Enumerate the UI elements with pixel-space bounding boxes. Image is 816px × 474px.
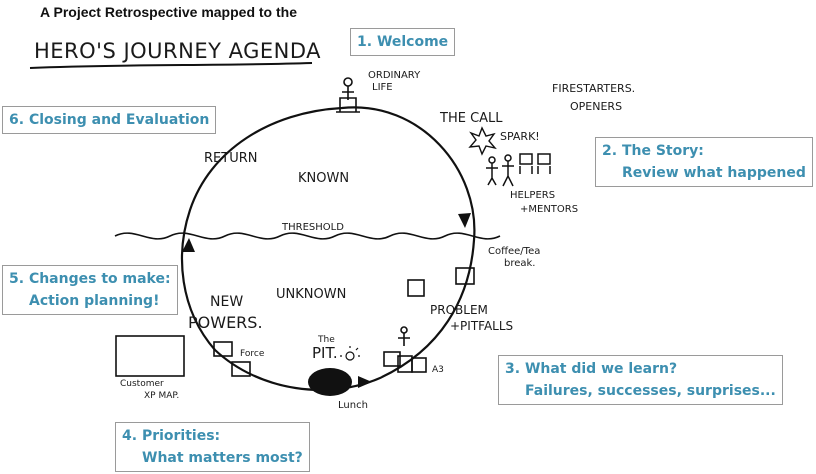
arrow-left (182, 238, 195, 252)
agenda-number: 4. (122, 428, 138, 444)
pit-sun-icon (340, 346, 360, 361)
unknown-label: UNKNOWN (276, 287, 346, 302)
the-label: The (317, 335, 335, 345)
arrow-pit (358, 376, 372, 388)
agenda-number: 3. (505, 361, 521, 377)
agenda-title: The Story: (621, 143, 704, 159)
agenda-title: Welcome (376, 34, 449, 50)
agenda-item-welcome: 1. Welcome (350, 28, 456, 56)
page-subtitle: A Project Retrospective mapped to the (40, 4, 297, 20)
life-label: LIFE (372, 82, 393, 93)
figure-ordinary-life (336, 77, 360, 113)
spark-icon (468, 126, 497, 156)
agenda-detail: What matters most? (142, 450, 303, 466)
openers-label: OPENERS (570, 100, 622, 113)
ordinary-label: ORDINARY (368, 70, 421, 81)
agenda-item-closing: 6. Closing and Evaluation (2, 106, 217, 134)
arrow-call (458, 213, 471, 228)
new-label: NEW (210, 294, 243, 310)
agenda-detail: Review what happened (622, 165, 806, 181)
helpers-figures (486, 153, 551, 187)
customer-label: Customer (120, 379, 164, 389)
a3-label: A3 (432, 365, 444, 375)
agenda-title: Closing and Evaluation (28, 112, 210, 128)
pit-label: PIT. (312, 344, 338, 362)
page-title: HERO'S JOURNEY AGENDA (34, 39, 321, 63)
pit-icon (308, 368, 352, 396)
agenda-item-priorities: 4. Priorities: What matters most? (115, 422, 310, 472)
station-boxes (115, 267, 475, 377)
coffee-label: Coffee/Tea (488, 246, 540, 257)
agenda-item-changes-to-make: 5. Changes to make: Action planning! (2, 265, 178, 315)
known-label: KNOWN (298, 171, 349, 186)
agenda-title: Priorities: (141, 428, 221, 444)
agenda-number: 5. (9, 271, 25, 287)
agenda-number: 6. (9, 112, 25, 128)
journey-circle (181, 106, 476, 392)
agenda-number: 2. (602, 143, 618, 159)
agenda-number: 1. (357, 34, 373, 50)
mentors-label: +MENTORS (520, 204, 578, 215)
problem-label: PROBLEM (430, 303, 488, 317)
agenda-title: What did we learn? (524, 361, 678, 377)
xp-map-label: XP MAP. (144, 391, 179, 401)
pitfalls-label: +PITFALLS (450, 319, 513, 333)
agenda-detail: Action planning! (29, 293, 160, 309)
agenda-detail: Failures, successes, surprises... (525, 383, 776, 399)
threshold-wave (114, 232, 501, 240)
return-label: RETURN (204, 151, 257, 166)
helpers-label: HELPERS (510, 190, 555, 201)
firestarters-label: FIRESTARTERS. (552, 82, 635, 95)
agenda-title: Changes to make: (28, 271, 171, 287)
the-call-label: THE CALL (439, 111, 503, 126)
force-label: Force (240, 349, 265, 359)
agenda-item-the-story: 2. The Story: Review what happened (595, 137, 813, 187)
lunch-label: Lunch (338, 400, 368, 411)
agenda-item-what-did-we-learn: 3. What did we learn? Failures, successe… (498, 355, 783, 405)
threshold-label: THRESHOLD (281, 222, 344, 233)
title-underline (29, 62, 313, 69)
break-label: break. (504, 258, 536, 269)
spark-label: SPARK! (500, 130, 540, 143)
powers-label: POWERS. (188, 313, 263, 332)
